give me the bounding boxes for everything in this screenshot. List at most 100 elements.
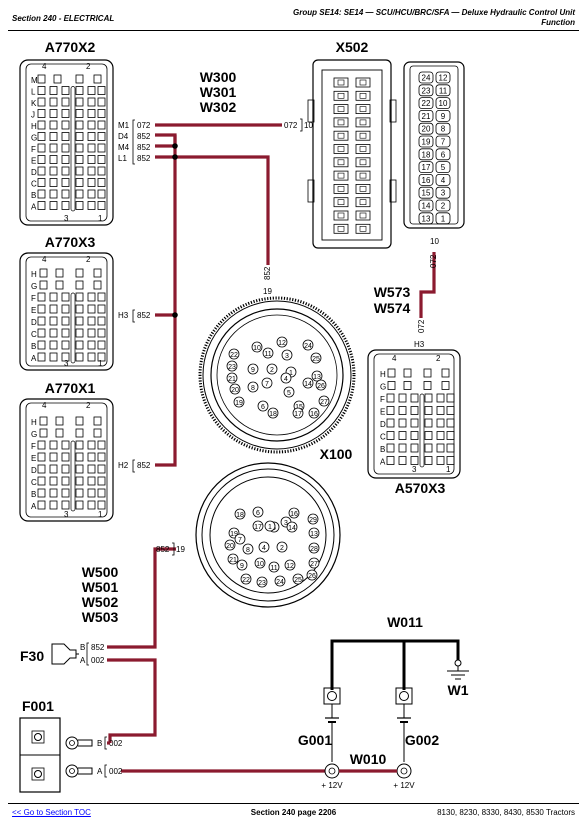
pin-cavity	[424, 431, 433, 440]
x502-housing-terminal	[337, 146, 345, 152]
x100-front-pin	[251, 341, 263, 353]
x502-housing-cavity	[355, 223, 371, 234]
x502-pin-cell	[435, 186, 451, 199]
pin-cavity	[75, 452, 84, 462]
pin-cavity	[386, 418, 395, 428]
pin-cavity	[97, 488, 106, 498]
x502-housing-cavity	[333, 183, 349, 194]
x100-rear-pin	[268, 561, 280, 573]
pin-cavity	[37, 476, 46, 486]
pin-cavity	[446, 431, 455, 440]
pin-cavity	[75, 201, 84, 210]
x502-pin-number: 22	[422, 99, 431, 108]
x100-rear-pin	[288, 507, 300, 519]
pin-cavity	[61, 464, 70, 474]
pin-cavity	[75, 340, 84, 350]
x100-front-pin	[261, 377, 273, 389]
x502-housing-terminal	[337, 159, 345, 166]
go-to-section-toc-link[interactable]: << Go to Section TOC	[12, 808, 91, 817]
harness-w501-label: W501	[82, 579, 119, 595]
pin-cavity	[97, 143, 106, 153]
x100-front-pin-number: 26	[317, 383, 325, 390]
pin-cavity	[398, 431, 407, 440]
a770x3-row-a: A	[31, 354, 37, 363]
f30-b-pin: B	[80, 643, 85, 652]
pin-cavity	[39, 268, 48, 278]
pin-cavity	[37, 292, 46, 302]
x100-front-pin	[247, 363, 259, 375]
pin-cavity	[39, 280, 48, 290]
pin-cavity	[97, 86, 106, 95]
pin-cavity	[75, 74, 84, 84]
pin-cavity	[75, 352, 84, 362]
x502-pin-number: 13	[422, 214, 431, 223]
f30-a-wire: 002	[91, 656, 105, 665]
x502-pin-cell	[418, 148, 434, 161]
x502-pin-cell	[435, 122, 451, 135]
x502-housing-cavity	[355, 197, 371, 208]
x100-front-pin-number: 25	[312, 356, 320, 363]
a570x3-title: A570X3	[395, 480, 446, 496]
a770x3-num-1: 1	[98, 359, 103, 368]
x502-pin-number: 16	[422, 176, 431, 185]
a770x1-pin-h2: H2	[118, 461, 129, 470]
pin-cavity	[37, 109, 46, 118]
a770x2-pin-d4: D4	[118, 132, 129, 141]
pin-cavity	[446, 443, 455, 453]
a770x2-wire-l1: 852	[137, 154, 151, 163]
a570x3-num-2: 2	[436, 354, 441, 363]
pin-cavity	[49, 155, 58, 164]
f001-label: F001	[22, 698, 54, 714]
a770x1-row-d: D	[31, 466, 37, 475]
pin-cavity	[75, 416, 84, 426]
x502-pin-number: 10	[439, 99, 448, 108]
harness-w573-label: W573	[374, 284, 411, 300]
pin-cavity	[436, 406, 445, 415]
pin-cavity	[87, 109, 96, 118]
pin-cavity	[97, 166, 106, 176]
x502-housing-terminal	[337, 106, 345, 112]
a770x3-row-d: D	[31, 318, 37, 327]
x100-rear-pin	[234, 508, 246, 520]
pin-cavity	[93, 280, 102, 290]
x100-front-pin-number: 27	[320, 399, 328, 406]
f001-b-pin: B	[97, 739, 102, 748]
a770x1-row-a: A	[31, 502, 37, 511]
x100-rear-pin-number: 28	[310, 546, 318, 553]
x502-pin-number: 20	[422, 125, 431, 134]
x502-pin-number: 24	[422, 74, 431, 83]
x502-housing-terminal	[359, 146, 367, 152]
pin-cavity	[398, 456, 407, 465]
a570x3-row-a: A	[380, 458, 386, 467]
pin-cavity	[97, 452, 106, 462]
pin-cavity	[37, 155, 46, 164]
x502-pin-cell	[435, 161, 451, 174]
pin-cavity	[446, 406, 455, 415]
x502-pin-cell	[418, 199, 434, 212]
pin-cavity	[87, 86, 96, 95]
harness-w301-label: W301	[200, 84, 237, 100]
x100-front-pin	[257, 400, 269, 412]
pin-cavity	[61, 292, 70, 302]
x100-rear-pin-number: 2	[280, 545, 284, 552]
x502-housing-terminal	[359, 226, 367, 232]
x100-side-pin: 19	[176, 545, 185, 554]
pin-cavity	[75, 464, 84, 474]
pin-cavity	[87, 178, 96, 187]
x502-pin-cell	[435, 84, 451, 97]
f30-a-pin: A	[80, 656, 86, 665]
pin-cavity	[387, 368, 396, 378]
a770x1-row-b: B	[31, 490, 36, 499]
pin-cavity	[97, 178, 106, 187]
pin-cavity	[97, 201, 106, 210]
fuse-f30: F30 B A 852 002	[20, 642, 105, 666]
x100-rear-pin-number: 29	[309, 517, 317, 524]
pin-cavity	[75, 328, 84, 338]
a770x2-wire-m1: 072	[137, 121, 151, 130]
x100-front-pin	[226, 372, 238, 384]
pin-cavity	[75, 268, 84, 278]
harness-w500-label: W500	[82, 564, 119, 580]
a570x3-num-4: 4	[392, 354, 397, 363]
